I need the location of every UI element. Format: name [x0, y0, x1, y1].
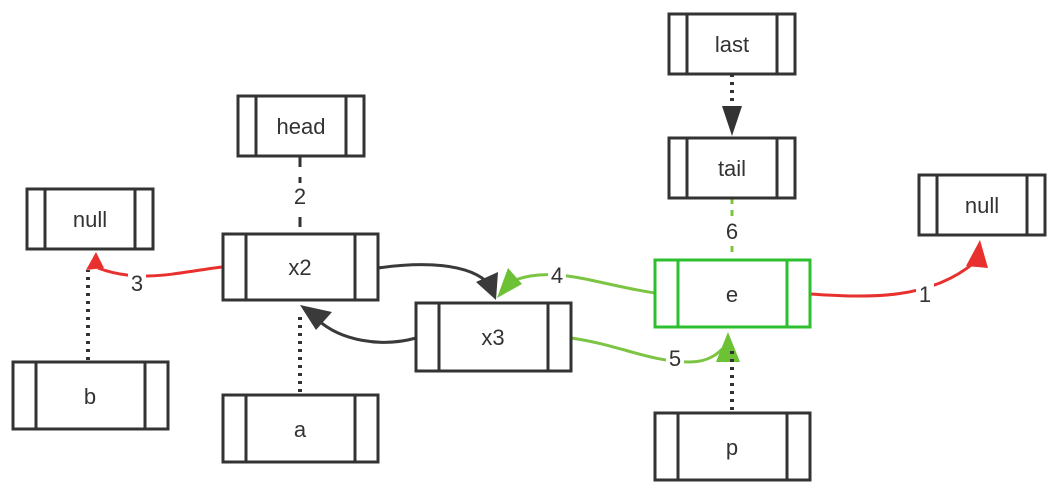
svg-text:6: 6 [726, 219, 738, 244]
node-p: p [653, 411, 812, 482]
node-label: b [84, 384, 96, 409]
node-x2: x2 [221, 232, 380, 302]
node-label: p [726, 435, 738, 460]
node-label: x2 [288, 255, 311, 280]
node-label: null [965, 193, 999, 218]
node-label: last [715, 32, 749, 57]
edge-x3-to-x2 [300, 305, 417, 344]
svg-text:1: 1 [919, 282, 931, 307]
svg-text:2: 2 [294, 184, 306, 209]
edge-label-6: 6 [722, 218, 742, 244]
edge-e-to-null [809, 240, 988, 298]
edge-label-1: 1 [916, 282, 934, 307]
node-label: a [294, 417, 307, 442]
edge-label-2: 2 [291, 183, 309, 209]
node-label: x3 [481, 325, 504, 350]
svg-text:3: 3 [131, 271, 143, 296]
node-x3: x3 [414, 301, 573, 373]
node-a: a [221, 393, 380, 464]
edge-x3-to-e [570, 332, 740, 364]
node-label: tail [718, 156, 746, 181]
edge-x2-to-x3 [377, 263, 498, 300]
edge-e-to-x3 [497, 268, 656, 298]
svg-text:5: 5 [669, 346, 681, 371]
node-b: b [11, 360, 170, 431]
edge-label-4: 4 [548, 262, 566, 288]
edge-label-5: 5 [666, 345, 684, 371]
node-head: head [236, 94, 366, 158]
edge-label-3: 3 [128, 270, 146, 296]
node-label: null [73, 207, 107, 232]
node-label: head [277, 114, 326, 139]
edge-last-to-tail [722, 74, 742, 136]
node-last: last [667, 12, 797, 76]
node-tail: tail [667, 136, 797, 200]
svg-text:4: 4 [551, 263, 563, 288]
node-null-right: null [917, 173, 1047, 237]
node-e: e [653, 258, 812, 329]
edge-x2-to-null [86, 252, 223, 278]
node-label: e [726, 282, 738, 307]
node-null-left: null [25, 187, 155, 251]
